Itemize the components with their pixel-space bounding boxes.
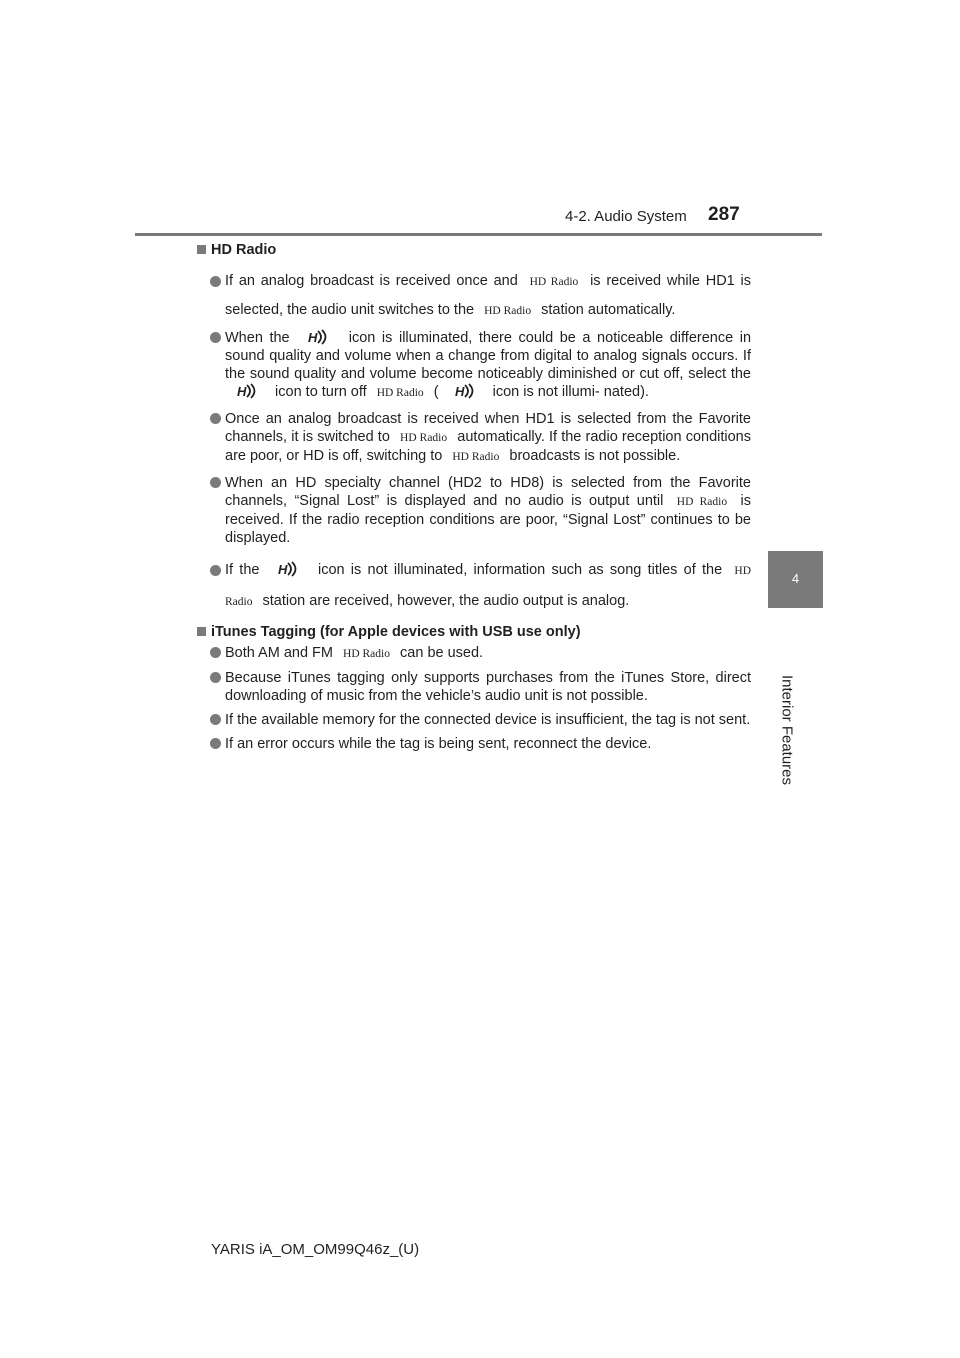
hd-radio-icon: H xyxy=(237,383,256,399)
hd-radio-icon: H xyxy=(455,383,473,399)
list-item: When an HD specialty channel (HD2 to HD8… xyxy=(210,474,751,547)
page-content: HD Radio If an analog broadcast is recei… xyxy=(197,241,752,753)
square-bullet-icon xyxy=(197,245,206,254)
hd-radio-logo: HD Radio xyxy=(529,276,579,288)
hd-radio-icon: H xyxy=(278,561,297,577)
chapter-title: Interior Features xyxy=(778,674,796,786)
list-item: If an analog broadcast is received once … xyxy=(210,267,751,325)
bullet-icon xyxy=(210,714,221,725)
bullet-icon xyxy=(210,477,221,488)
header-divider xyxy=(135,233,822,236)
chapter-tab: 4 xyxy=(768,551,823,608)
page-header: 4-2. Audio System 287 xyxy=(0,0,960,240)
bullet-icon xyxy=(210,738,221,749)
hd-radio-logo: HD Radio xyxy=(484,305,532,317)
list-item: If the H icon is not illuminated, inform… xyxy=(210,555,752,617)
svg-text:H: H xyxy=(278,562,288,577)
bullet-icon xyxy=(210,647,221,658)
hd-radio-logo: HD Radio xyxy=(376,387,424,399)
page-number: 287 xyxy=(708,204,740,225)
list-item: Because iTunes tagging only supports pur… xyxy=(210,669,751,705)
hd-radio-logo: HD Radio xyxy=(676,496,728,508)
hd-radio-logo: HD Radio xyxy=(452,451,500,463)
bullet-icon xyxy=(210,276,221,287)
square-bullet-icon xyxy=(197,627,206,636)
list-item: Once an analog broadcast is received whe… xyxy=(210,410,751,466)
svg-text:H: H xyxy=(237,384,247,399)
list-item: If an error occurs while the tag is bein… xyxy=(210,735,751,753)
hd-radio-logo: HD Radio xyxy=(225,565,752,608)
hd-radio-icon: H xyxy=(308,329,327,345)
heading-hd-radio: HD Radio xyxy=(197,241,751,259)
heading-itunes-tagging: iTunes Tagging (for Apple devices with U… xyxy=(197,623,751,641)
bullet-icon xyxy=(210,413,221,424)
bullet-icon xyxy=(210,672,221,683)
svg-text:H: H xyxy=(308,330,318,345)
document-code: YARIS iA_OM_OM99Q46z_(U) xyxy=(211,1241,420,1258)
list-item: Both AM and FM HD Radio can be used. xyxy=(210,644,751,663)
bullet-icon xyxy=(210,332,221,343)
hd-radio-logo: HD Radio xyxy=(343,648,390,660)
list-item: When the H icon is illuminated, there co… xyxy=(210,329,751,402)
section-title: 4-2. Audio System xyxy=(565,208,687,225)
list-item: If the available memory for the connecte… xyxy=(210,711,751,729)
svg-text:H: H xyxy=(455,384,465,399)
chapter-number: 4 xyxy=(791,571,800,586)
hd-radio-logo: HD Radio xyxy=(400,432,448,444)
bullet-icon xyxy=(210,565,221,576)
